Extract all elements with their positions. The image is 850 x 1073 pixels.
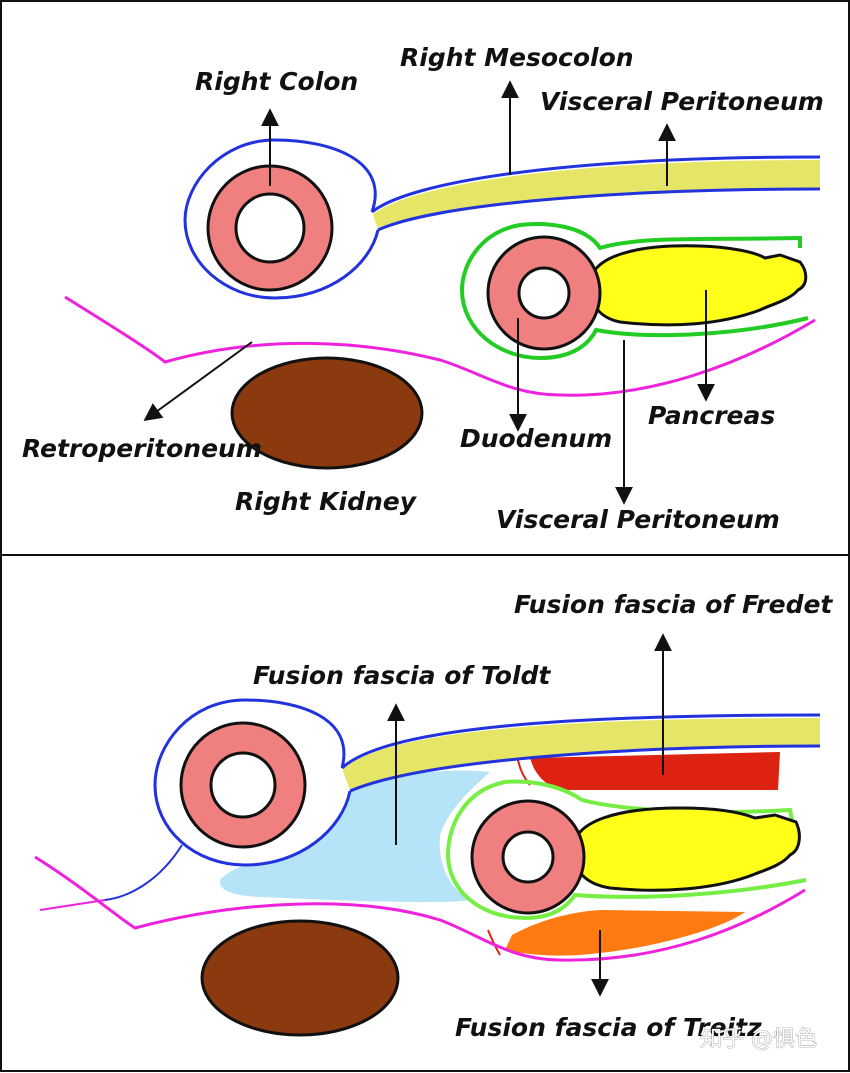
pancreas: [588, 244, 808, 327]
duodenum: [486, 235, 602, 351]
label-fusion-fredet: Fusion fascia of Fredet: [514, 590, 833, 619]
label-pancreas: Pancreas: [648, 401, 775, 430]
duodenum-pancreas-visceral-peritoneum: [459, 222, 809, 361]
watermark: 知乎 @惧色: [700, 1027, 817, 1052]
duodenum-pancreas-visceral-peritoneum-bottom: [445, 779, 807, 921]
colon-mesentery-thin-line: [104, 844, 183, 901]
mesocolon-bottom-line-bottom: [349, 744, 821, 793]
label-visceral-peritoneum-top: Visceral Peritoneum: [540, 87, 824, 116]
duodenum-bottom: [470, 799, 586, 915]
mesocolon-bottom-line: [377, 187, 821, 232]
mesocolon-top-line-bottom: [340, 713, 821, 770]
label-retroperitoneum: Retroperitoneum: [22, 434, 262, 463]
fusion-fascia-fredet: [530, 752, 780, 790]
retroperitoneum-line-bottom: [34, 855, 806, 962]
right-colon-bottom: [179, 721, 307, 849]
label-fusion-toldt: Fusion fascia of Toldt: [253, 661, 551, 690]
label-right-mesocolon: Right Mesocolon: [400, 43, 634, 72]
right-kidney: [230, 356, 424, 470]
label-duodenum: Duodenum: [460, 424, 612, 453]
panel-bottom: Fusion fascia of Fredet Fusion fascia of…: [34, 590, 833, 1052]
right-mesocolon-band-bottom: [342, 718, 820, 790]
label-right-kidney: Right Kidney: [235, 487, 418, 516]
pancreas-bottom: [571, 806, 801, 892]
label-fusion-treitz: Fusion fascia of Treitz: [455, 1013, 762, 1042]
retroperitoneum-branch: [39, 899, 106, 911]
visceral-peritoneum-top-line: [371, 155, 821, 214]
label-visceral-peritoneum-bottom: Visceral Peritoneum: [496, 505, 780, 534]
retroperitoneum-line: [64, 295, 816, 397]
fusion-fascia-treitz: [505, 910, 745, 956]
right-kidney-bottom: [200, 919, 400, 1037]
fusion-fascia-toldt: [219, 770, 490, 903]
arrow-retroperitoneum: [143, 341, 253, 422]
right-mesocolon-band: [372, 160, 820, 228]
label-right-colon: Right Colon: [195, 67, 358, 96]
panel-top: Right Colon Right Mesocolon Visceral Per…: [22, 43, 824, 534]
